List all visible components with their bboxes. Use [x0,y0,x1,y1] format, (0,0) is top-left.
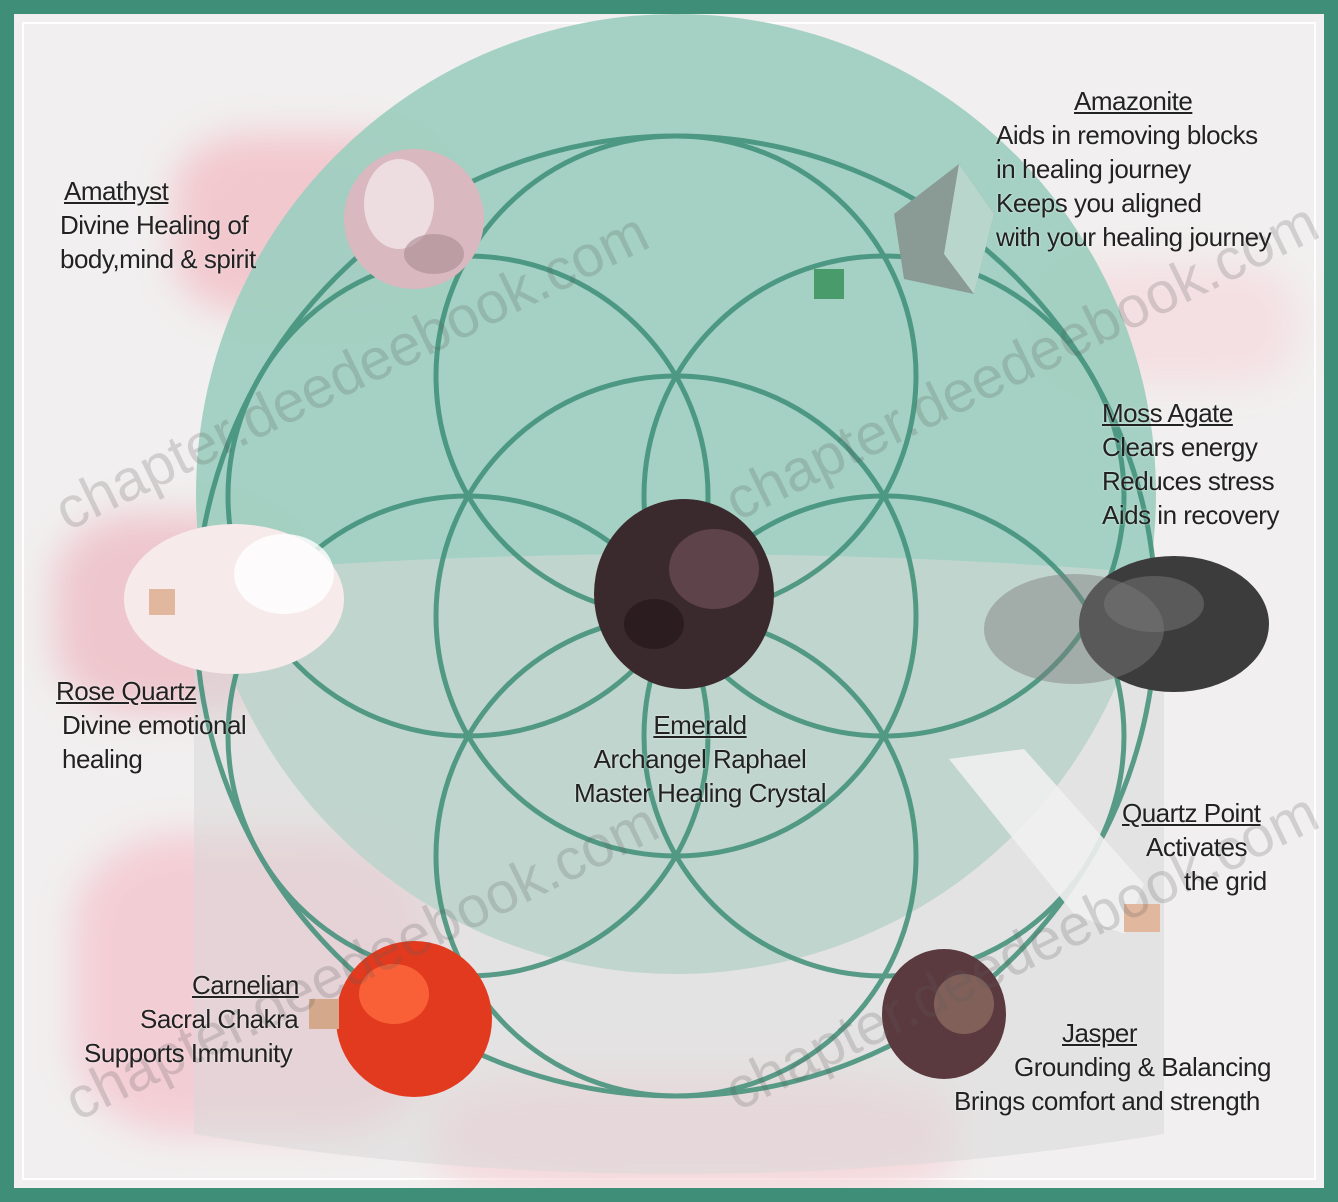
stone-line: healing [62,742,246,776]
stone-line: with your healing journey [996,220,1271,254]
stone-line: Grounding & Balancing [1014,1050,1271,1084]
stone-line: Archangel Raphael [550,742,850,776]
stone-line: Supports Immunity [84,1036,299,1070]
stone-line: Keeps you aligned [996,186,1271,220]
label-rose-quartz: Rose Quartz Divine emotional healing [56,674,246,776]
stone-name: Jasper [1062,1016,1271,1050]
amethyst-stone-icon [344,149,484,289]
stone-line: Divine emotional [62,708,246,742]
stone-name: Amazonite [1074,84,1271,118]
stone-name: Carnelian [192,968,299,1002]
stone-name: Emerald [550,708,850,742]
stone-line: Divine Healing of [60,208,256,242]
rose-quartz-stone-icon [124,524,344,674]
stone-line: Master Healing Crystal [550,776,850,810]
stone-line: Brings comfort and strength [954,1084,1271,1118]
stone-line: body,mind & spirit [60,242,256,276]
stone-name: Rose Quartz [56,674,246,708]
stone-line: Activates [1146,830,1267,864]
label-quartz-point: Quartz Point Activates the grid [1122,796,1267,898]
stone-line: Aids in removing blocks [996,118,1271,152]
stone-line: Clears energy [1102,430,1279,464]
label-carnelian: Carnelian Sacral Chakra Supports Immunit… [74,968,299,1070]
label-emerald: Emerald Archangel Raphael Master Healing… [550,708,850,810]
label-jasper: Jasper Grounding & Balancing Brings comf… [954,1016,1271,1118]
stone-line: Reduces stress [1102,464,1279,498]
stone-line: the grid [1184,864,1267,898]
label-amethyst: Amathyst Divine Healing of body,mind & s… [60,174,256,276]
label-amazonite: Amazonite Aids in removing blocks in hea… [996,84,1271,254]
stone-name: Amathyst [64,174,256,208]
stone-line: Sacral Chakra [140,1002,299,1036]
stone-name: Quartz Point [1122,796,1267,830]
stone-line: Aids in recovery [1102,498,1279,532]
stone-name: Moss Agate [1102,396,1279,430]
label-moss-agate: Moss Agate Clears energy Reduces stress … [1102,396,1279,532]
stone-line: in healing journey [996,152,1271,186]
